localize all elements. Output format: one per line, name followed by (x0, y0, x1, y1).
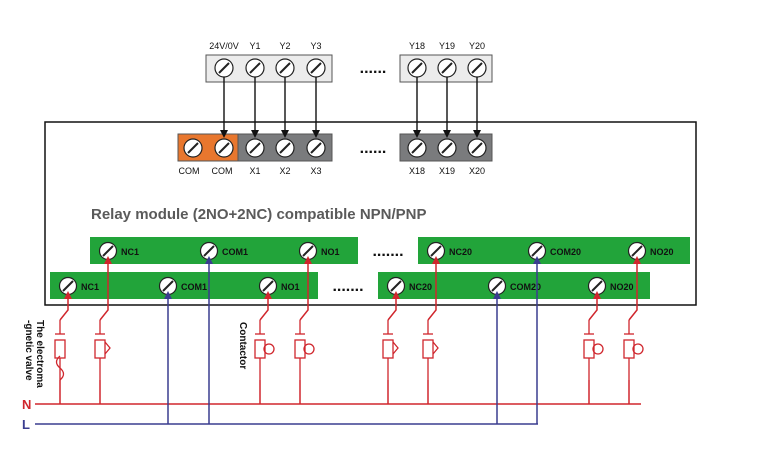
terminal-label: Y2 (279, 41, 290, 51)
terminal-label: Y3 (310, 41, 321, 51)
terminal-screw (214, 138, 234, 158)
relay-label: COM1 (181, 282, 207, 292)
terminal-screw (467, 138, 487, 158)
terminal-label: X20 (469, 166, 485, 176)
relay-row-lower: NC1 COM1 NO1 NC20 COM20 NO20 ....... (50, 272, 650, 299)
terminal-screw (487, 276, 507, 296)
terminal-screw (527, 241, 547, 261)
relay-label: NO20 (610, 282, 634, 292)
terminal-label: Y18 (409, 41, 425, 51)
contactor-symbol (583, 320, 604, 380)
terminal-screw (275, 138, 295, 158)
relay-label: NO1 (281, 282, 300, 292)
terminal-label: COM (179, 166, 200, 176)
relay-label: COM1 (222, 247, 248, 257)
terminal-screw (407, 138, 427, 158)
terminal-screw (426, 241, 446, 261)
ellipsis: ...... (360, 60, 387, 77)
signal-wires (220, 77, 481, 138)
relay-label: COM20 (510, 282, 541, 292)
contactor-symbol (623, 320, 644, 380)
terminal-label: Y1 (249, 41, 260, 51)
relay-label: NC1 (81, 282, 99, 292)
valve-label-line1: The electroma (34, 320, 45, 388)
contactor-symbol (294, 320, 315, 380)
terminal-screw (58, 276, 78, 296)
power-line-l: L (22, 417, 538, 432)
input-terminal-block: COM COM X1 X2 X3 X18 X19 X20 ...... (177, 133, 493, 176)
relay-label: NC20 (409, 282, 432, 292)
relay-label: NC1 (121, 247, 139, 257)
terminal-label: Y19 (439, 41, 455, 51)
terminal-label: 24V/0V (209, 41, 239, 51)
com-feed-wires (164, 256, 541, 424)
terminal-screw (386, 276, 406, 296)
relay-label: NC20 (449, 247, 472, 257)
relay-label: NO20 (650, 247, 674, 257)
ellipsis: ....... (332, 278, 363, 295)
load-wires (59, 256, 641, 404)
solenoid-valve-symbol (54, 320, 66, 381)
terminal-screw (245, 138, 265, 158)
line-label-n: N (22, 397, 31, 412)
line-label-l: L (22, 417, 30, 432)
terminal-label: X18 (409, 166, 425, 176)
solenoid-valve-symbol (94, 320, 111, 380)
top-terminal-block: 24V/0V Y1 Y2 Y3 Y18 Y19 Y20 ...... (205, 41, 493, 83)
terminal-screw (407, 58, 427, 78)
solenoid-valve-symbol (382, 320, 399, 380)
contactor-symbol (254, 320, 275, 380)
terminal-label: X2 (279, 166, 290, 176)
terminal-screw (306, 58, 326, 78)
valve-label-line2: -gnetic valve (23, 320, 34, 381)
terminal-screw (245, 58, 265, 78)
terminal-label: Y20 (469, 41, 485, 51)
ellipsis: ...... (360, 140, 387, 157)
terminal-screw (183, 138, 203, 158)
relay-label: COM20 (550, 247, 581, 257)
terminal-screw (437, 138, 457, 158)
terminal-screw (627, 241, 647, 261)
terminal-screw (158, 276, 178, 296)
terminal-screw (98, 241, 118, 261)
terminal-label: X1 (249, 166, 260, 176)
terminal-screw (199, 241, 219, 261)
terminal-screw (275, 58, 295, 78)
terminal-label: X3 (310, 166, 321, 176)
relay-label: NO1 (321, 247, 340, 257)
terminal-label: COM (212, 166, 233, 176)
terminal-label: X19 (439, 166, 455, 176)
terminal-screw (298, 241, 318, 261)
terminal-screw (214, 58, 234, 78)
terminal-screw (306, 138, 326, 158)
contactor-label: Contactor (237, 322, 248, 369)
terminal-screw (467, 58, 487, 78)
power-line-n: N (22, 397, 641, 412)
ellipsis: ....... (372, 243, 403, 260)
module-title: Relay module (2NO+2NC) compatible NPN/PN… (91, 206, 427, 223)
terminal-screw (587, 276, 607, 296)
terminal-screw (258, 276, 278, 296)
relay-row-upper: NC1 COM1 NO1 NC20 COM20 NO20 ....... (90, 237, 690, 264)
terminal-screw (437, 58, 457, 78)
solenoid-valve-symbol (422, 320, 439, 380)
